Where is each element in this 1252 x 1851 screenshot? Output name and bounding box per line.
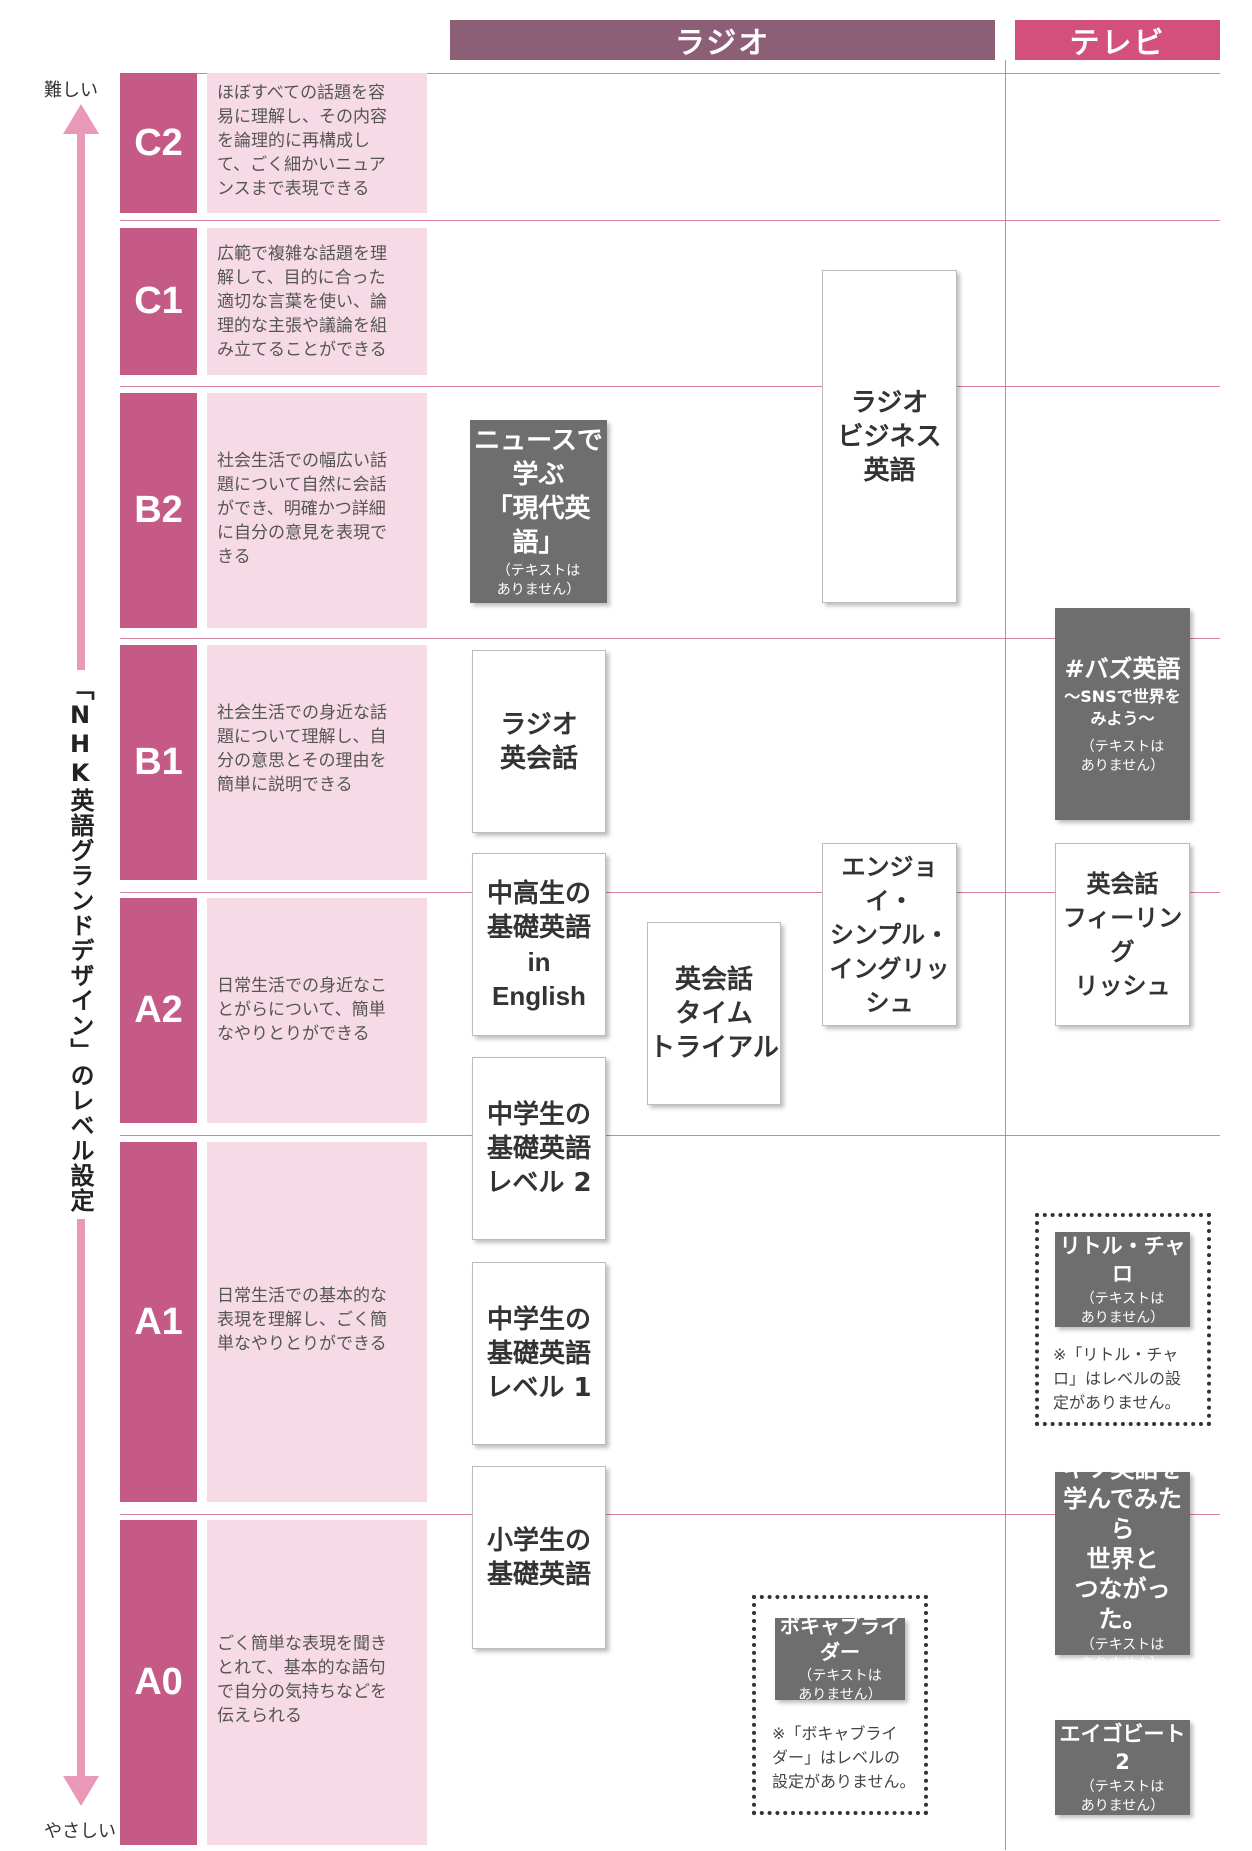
- program-eikaiwa-time-trial[interactable]: 英会話 タイム トライアル: [647, 922, 781, 1105]
- grid-line: [120, 1135, 1220, 1136]
- grid-line: [120, 1514, 1220, 1515]
- level-c2-description: ほぼすべての話題を容易に理解し、その内容を論理的に再構成して、ごく細かいニュアン…: [207, 73, 427, 213]
- level-c2: C2: [120, 73, 197, 213]
- level-c1: C1: [120, 228, 197, 375]
- axis-top-label: 難しい: [44, 80, 98, 101]
- level-a1-description: 日常生活での基本的な表現を理解し、ごく簡単なやりとりができる: [207, 1142, 427, 1502]
- program-eikaiwa-feelinglish[interactable]: 英会話 フィーリング リッシュ: [1055, 843, 1190, 1026]
- grid-line: [120, 638, 1220, 639]
- level-b1-description: 社会生活での身近な話題について理解し、自分の意思とその理由を簡単に説明できる: [207, 645, 427, 880]
- program-enjoy-simple-english[interactable]: エンジョイ・ シンプル・ イングリッシュ: [822, 843, 957, 1026]
- grid-line: [120, 892, 1220, 893]
- grid-line: [120, 73, 1220, 74]
- program-radio-eikaiwa[interactable]: ラジオ 英会話: [472, 650, 606, 833]
- program-little-charo[interactable]: リトル・チャロ （テキストは ありません）: [1055, 1232, 1190, 1327]
- grid-line: [120, 220, 1220, 221]
- little-charo-caution: ※「リトル・チャ ロ」はレベルの設 定がありません。: [1053, 1345, 1182, 1412]
- vocab-rider-caution: ※「ボキャブライ ダー」はレベルの 設定がありません。: [772, 1724, 916, 1791]
- axis-bottom-label: やさしい: [44, 1821, 116, 1842]
- level-a2: A2: [120, 898, 197, 1123]
- arrow-down-icon: [63, 1776, 99, 1806]
- level-a0: A0: [120, 1520, 197, 1845]
- program-chukousei-kiso-eigo[interactable]: 中高生の 基礎英語 in English: [472, 853, 606, 1036]
- level-b2-description: 社会生活での幅広い話題について自然に会話ができ、明確かつ詳細に自分の意見を表現で…: [207, 393, 427, 628]
- level-a0-description: ごく簡単な表現を聞きとれて、基本的な語句で自分の気持ちなどを伝えられる: [207, 1520, 427, 1845]
- level-b2: B2: [120, 393, 197, 628]
- program-shougakusei-kiso-eigo[interactable]: 小学生の 基礎英語: [472, 1466, 606, 1649]
- column-divider: [1005, 60, 1006, 1850]
- program-chugakusei-kiso-eigo-level2[interactable]: 中学生の 基礎英語 レベル 2: [472, 1057, 606, 1240]
- level-a2-description: 日常生活での身近なことがらについて、簡単なやりとりができる: [207, 898, 427, 1123]
- program-buzz-eigo[interactable]: #バズ英語 ～SNSで世界を みよう～ （テキストは ありません）: [1055, 608, 1190, 820]
- level-b1: B1: [120, 645, 197, 880]
- program-radio-business-eigo[interactable]: ラジオ ビジネス 英語: [822, 270, 957, 603]
- program-chugakusei-kiso-eigo-level1[interactable]: 中学生の 基礎英語 レベル 1: [472, 1262, 606, 1445]
- grid-line: [120, 386, 1220, 387]
- tv-header: テレビ: [1015, 20, 1220, 61]
- level-c1-description: 広範で複雑な話題を理解して、目的に合った適切な言葉を使い、論理的な主張や議論を組…: [207, 228, 427, 375]
- program-vocab-rider[interactable]: ボキャブライダー （テキストは ありません）: [775, 1614, 905, 1703]
- radio-header: ラジオ: [450, 20, 995, 61]
- axis-title: 「NHK英語グランドデザイン」のレベル設定: [64, 670, 98, 1219]
- program-kiso-eigo-sekai[interactable]: キソ英語を 学んでみたら 世界と つながった。 （テキストは ありません）: [1055, 1455, 1190, 1672]
- level-a1: A1: [120, 1142, 197, 1502]
- program-news-gendai-eigo[interactable]: ニュースで 学ぶ 「現代英語」 （テキストは ありません）: [470, 420, 607, 603]
- program-eigo-beat-2[interactable]: エイゴビート2 （テキストは ありません）: [1055, 1720, 1190, 1815]
